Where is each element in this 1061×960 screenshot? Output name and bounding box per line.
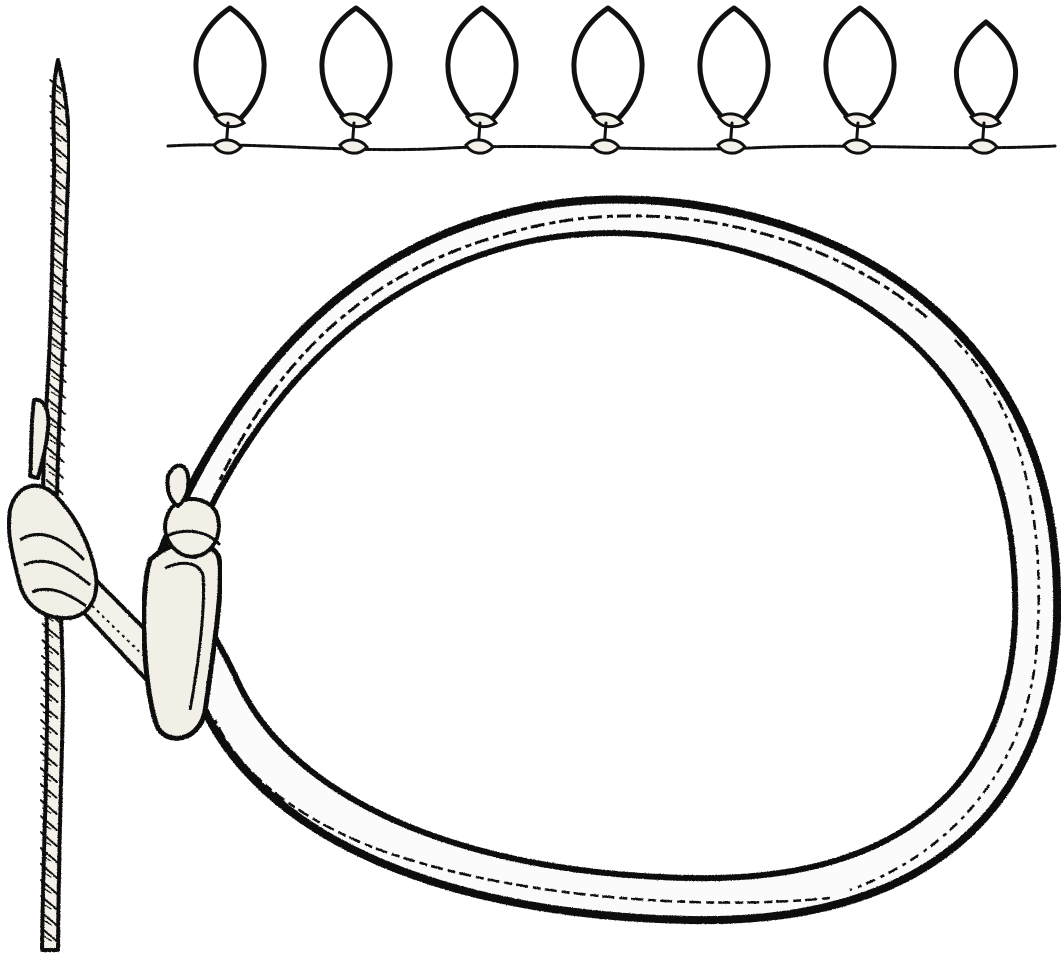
small-loop <box>448 8 516 121</box>
small-loop <box>826 8 894 121</box>
small-loop <box>322 8 390 121</box>
small-line-knot <box>718 140 745 153</box>
small-line-knot <box>340 140 367 153</box>
small-loop <box>574 8 642 121</box>
loop-knot <box>144 466 221 739</box>
small-line-knot <box>592 140 619 153</box>
knot-tip <box>167 466 188 507</box>
large-loop <box>150 200 1057 921</box>
knot-body <box>9 486 97 618</box>
small-loop <box>196 8 264 121</box>
small-loop <box>700 8 768 121</box>
top-loop-row <box>168 8 1055 153</box>
small-line-knot <box>214 140 241 153</box>
small-line-knot <box>844 140 871 153</box>
small-loop <box>956 22 1015 121</box>
small-line-knot <box>970 140 997 153</box>
knot-head <box>165 499 219 557</box>
small-line-knot <box>466 140 493 153</box>
